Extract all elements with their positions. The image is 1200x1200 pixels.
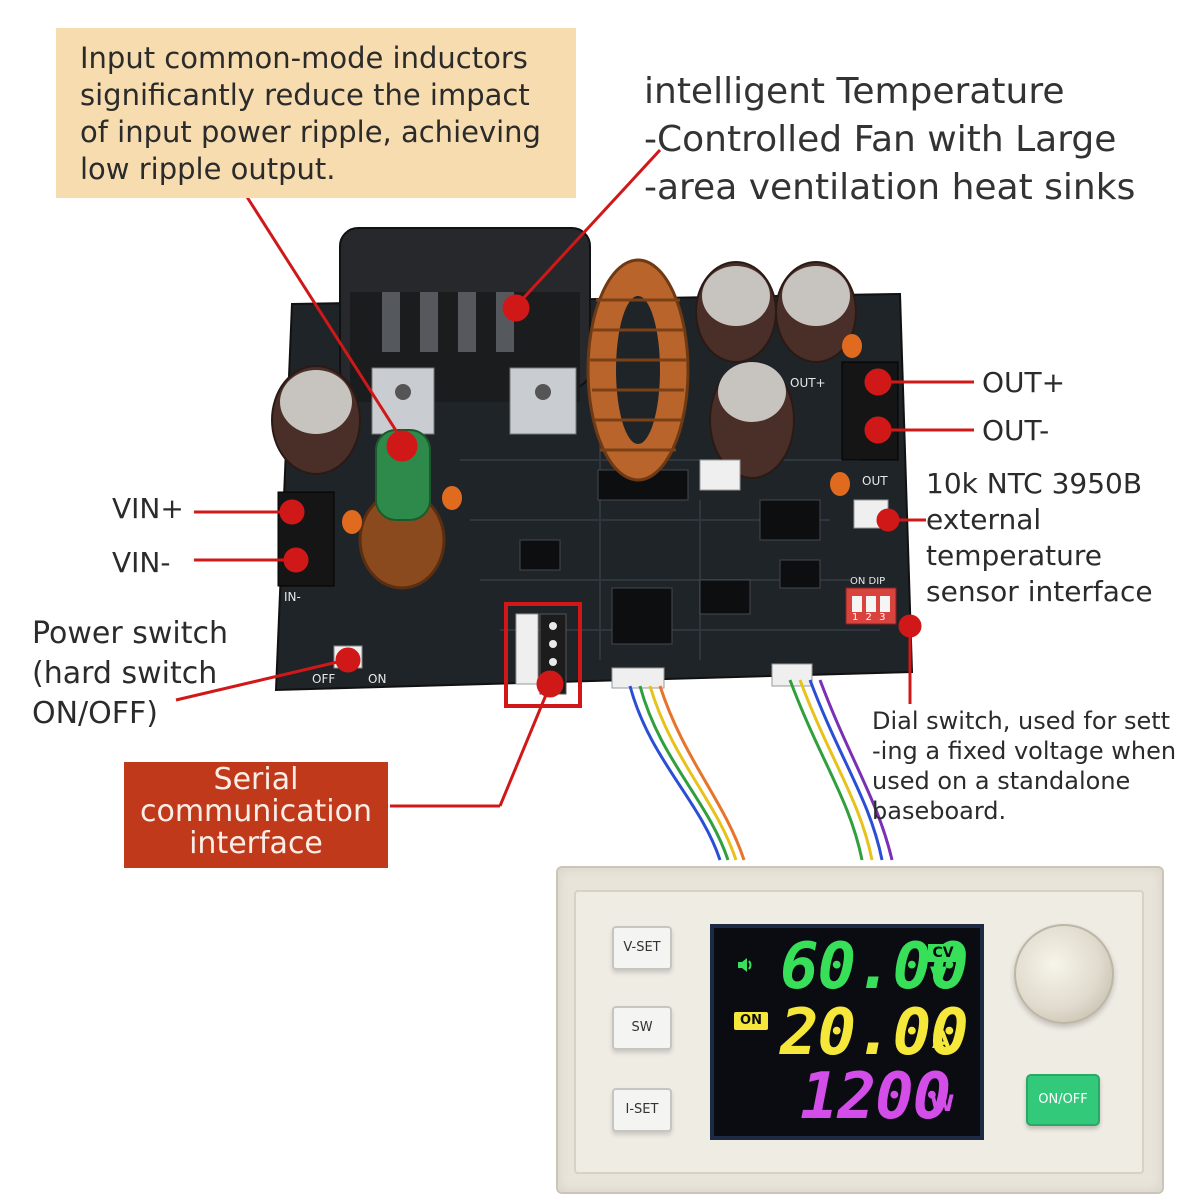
silk-out-plus-label: OUT+ — [790, 376, 826, 390]
silk-dip-label: ON DIP — [850, 576, 886, 587]
ribbon-connector-1 — [611, 667, 665, 689]
serial-highlight-box — [504, 602, 582, 708]
out-plus-label: OUT+ — [982, 366, 1066, 399]
silk-in-minus-label: IN- — [284, 590, 301, 604]
orange-caps — [342, 334, 862, 534]
ntc-sensor-label: 10k NTC 3950B external temperature senso… — [926, 467, 1153, 608]
i-set-button[interactable]: I-SET — [612, 1088, 672, 1132]
callout-dot-inductor — [386, 430, 418, 462]
smd-components — [519, 469, 821, 645]
silk-out-label: OUT — [862, 474, 888, 488]
callout-dot-fan — [502, 294, 530, 322]
serial-interface-label: Serial communication interface — [139, 762, 372, 861]
voltage-readout: 60.00 — [780, 930, 969, 1004]
mosfet-2 — [509, 367, 577, 435]
ribbon-wires — [628, 679, 894, 861]
capacitors — [271, 261, 857, 479]
current-readout: 20.00 — [780, 996, 969, 1070]
callout-lines — [175, 148, 974, 808]
power-switch-label: Power switch (hard switch ON/OFF) — [32, 616, 229, 731]
power-readout: 1200 — [800, 1060, 951, 1134]
output-on-badge: ON — [734, 1012, 768, 1030]
mosfet-1 — [371, 367, 435, 435]
sw-button[interactable]: SW — [612, 1006, 672, 1050]
lcd-display: 60.00 CV V ON 20.00 A 1200 W — [710, 924, 984, 1140]
vin-plus-label: VIN+ — [112, 492, 184, 525]
current-unit: A — [932, 1026, 951, 1054]
silk-on-label: ON — [368, 672, 387, 686]
inductor-note-text: Input common-mode inductors significantl… — [80, 41, 541, 186]
out-minus-label: OUT- — [982, 414, 1050, 447]
serial-header-left — [515, 613, 539, 685]
fan-connector — [699, 459, 741, 491]
fan-note-text: intelligent Temperature -Controlled Fan … — [644, 71, 1136, 208]
v-set-button[interactable]: V-SET — [612, 926, 672, 970]
cv-mode-badge: CV — [928, 944, 958, 962]
speaker-icon — [736, 956, 754, 974]
power-unit: W — [930, 1092, 955, 1117]
on-off-button[interactable]: ON/OFF — [1026, 1074, 1100, 1126]
silk-dip-numbers: 1 2 3 — [852, 612, 888, 623]
silk-off-label: OFF — [312, 672, 336, 686]
dial-switch-label: Dial switch, used for sett -ing a fixed … — [872, 707, 1177, 825]
vin-minus-label: VIN- — [112, 546, 171, 579]
toroid-inductor — [586, 258, 690, 482]
adjust-knob[interactable] — [1014, 924, 1114, 1024]
voltage-unit: V — [930, 964, 948, 989]
inductor-note-box — [56, 28, 576, 198]
serial-interface-box — [124, 762, 388, 868]
fan-heatsink — [339, 227, 591, 402]
